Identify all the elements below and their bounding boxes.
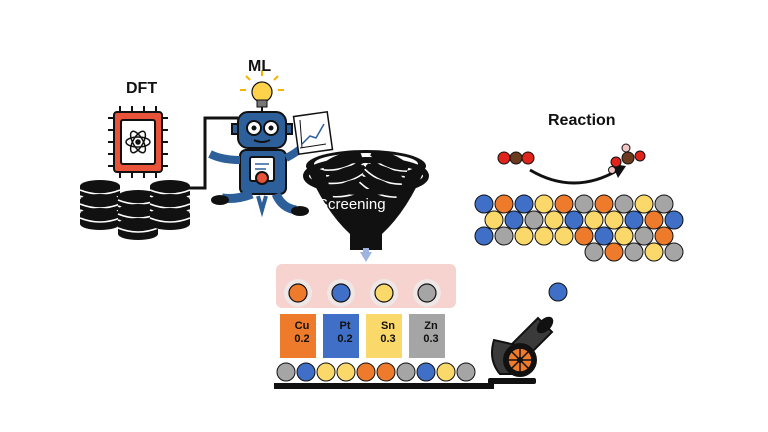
robot-icon xyxy=(208,107,312,218)
element-fraction: 0.2 xyxy=(337,333,353,345)
element-symbol: Sn xyxy=(380,320,396,332)
composition-atoms xyxy=(284,279,441,307)
composition-highlight-panel xyxy=(276,264,456,308)
dft-label: DFT xyxy=(126,80,158,97)
element-fraction: 0.2 xyxy=(294,333,310,345)
chart-icon xyxy=(292,110,334,156)
launched-atom xyxy=(548,282,568,302)
catalyst-surface xyxy=(474,194,684,262)
composition-sn: Sn 0.3 xyxy=(366,320,410,346)
screening-label: Screening xyxy=(318,196,386,213)
cannon-icon xyxy=(488,316,554,384)
element-symbol: Zn xyxy=(424,320,438,332)
atom-icon xyxy=(125,130,151,154)
database-icon xyxy=(80,180,190,240)
dft-to-ml-connector xyxy=(160,116,238,190)
lightbulb-icon xyxy=(240,70,284,108)
reaction-arrow xyxy=(529,168,619,185)
reaction-label: Reaction xyxy=(548,112,616,129)
funnel-icon xyxy=(303,147,429,262)
cpu-chip-icon xyxy=(108,106,168,178)
formic-acid-molecule-icon xyxy=(608,143,646,174)
composition-cu: Cu 0.2 xyxy=(280,320,324,346)
composition-bars xyxy=(280,314,445,358)
co2-molecule-icon xyxy=(497,151,535,165)
ml-label: ML xyxy=(248,58,272,75)
element-fraction: 0.3 xyxy=(423,333,439,345)
element-fraction: 0.3 xyxy=(380,333,396,345)
conveyor-atoms xyxy=(276,362,476,382)
element-symbol: Cu xyxy=(294,320,310,332)
composition-pt: Pt 0.2 xyxy=(323,320,367,346)
element-symbol: Pt xyxy=(339,320,351,332)
composition-zn: Zn 0.3 xyxy=(409,320,453,346)
conveyor-base xyxy=(274,383,494,389)
